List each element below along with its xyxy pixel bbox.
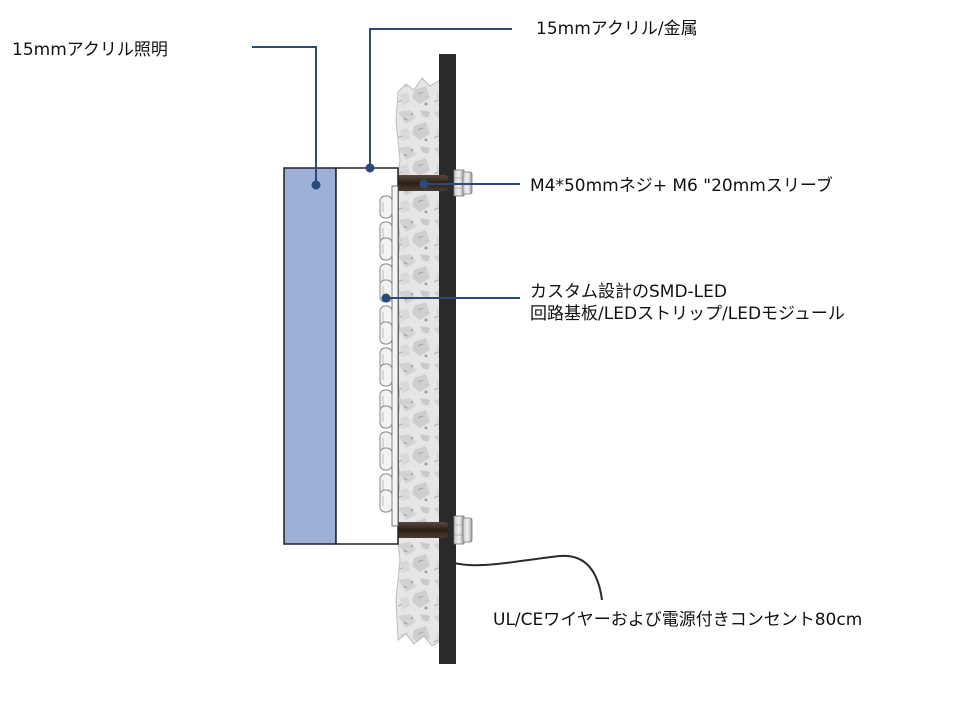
- label-acrylic-metal: 15mmアクリル/金属: [536, 19, 698, 39]
- mounting-bolt-bottom: [388, 515, 473, 545]
- led-chip: [379, 237, 393, 261]
- dot-acrylic-lighting: [311, 180, 321, 190]
- label-smd-led-line2: 回路基板/LEDストリップ/LEDモジュール: [530, 304, 845, 324]
- wall-stone-texture: [395, 77, 443, 647]
- leader-acrylic-metal: [369, 28, 512, 168]
- label-smd-led: カスタム設計のSMD-LED 回路基板/LEDストリップ/LEDモジュール: [530, 281, 845, 325]
- label-power-wire: UL/CEワイヤーおよび電源付きコンセント80cm: [493, 610, 863, 630]
- dot-acrylic-metal: [365, 163, 375, 173]
- led-chip: [379, 447, 393, 471]
- back-panel: [439, 54, 456, 664]
- leader-lines: [252, 28, 520, 299]
- power-cable: [445, 554, 603, 601]
- led-chip: [379, 489, 393, 513]
- led-board: [391, 185, 399, 527]
- leader-acrylic-lighting: [252, 46, 317, 185]
- label-acrylic-lighting: 15mmアクリル照明: [12, 40, 168, 60]
- acrylic-face: [283, 167, 337, 545]
- led-chip: [379, 405, 393, 429]
- label-smd-led-line1: カスタム設計のSMD-LED: [530, 282, 727, 302]
- leader-dots: [311, 163, 429, 303]
- dot-smd: [381, 293, 391, 303]
- label-screw-sleeve: M4*50mmネジ+ M6 "20mmスリーブ: [530, 176, 833, 196]
- led-chip: [379, 195, 393, 219]
- dot-screw: [419, 179, 429, 189]
- led-chip: [379, 321, 393, 345]
- led-module-column: [379, 195, 393, 513]
- led-chip: [379, 363, 393, 387]
